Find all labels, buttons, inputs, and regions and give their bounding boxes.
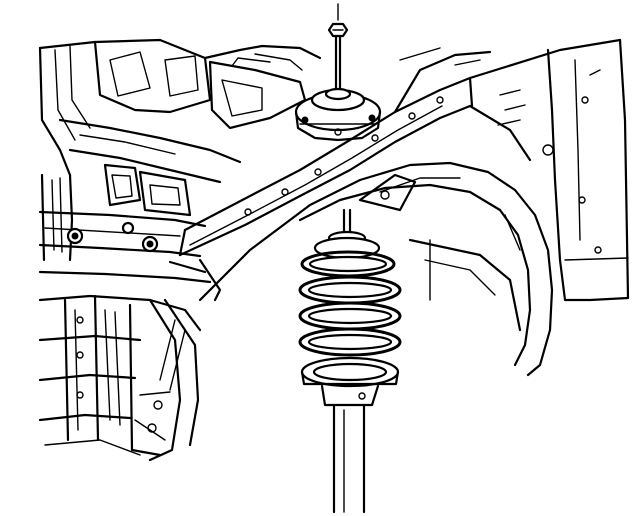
upper-strut-mount-icon [294, 87, 382, 142]
strut-mount-nut-icon [327, 3, 349, 92]
wheelhouse-inner-panel-icon [198, 38, 630, 377]
strut-shock-absorber-icon [320, 384, 380, 514]
front-body-structure-icon [38, 38, 322, 284]
coil-spring-icon [298, 208, 402, 388]
front-subframe-icon [38, 294, 202, 462]
